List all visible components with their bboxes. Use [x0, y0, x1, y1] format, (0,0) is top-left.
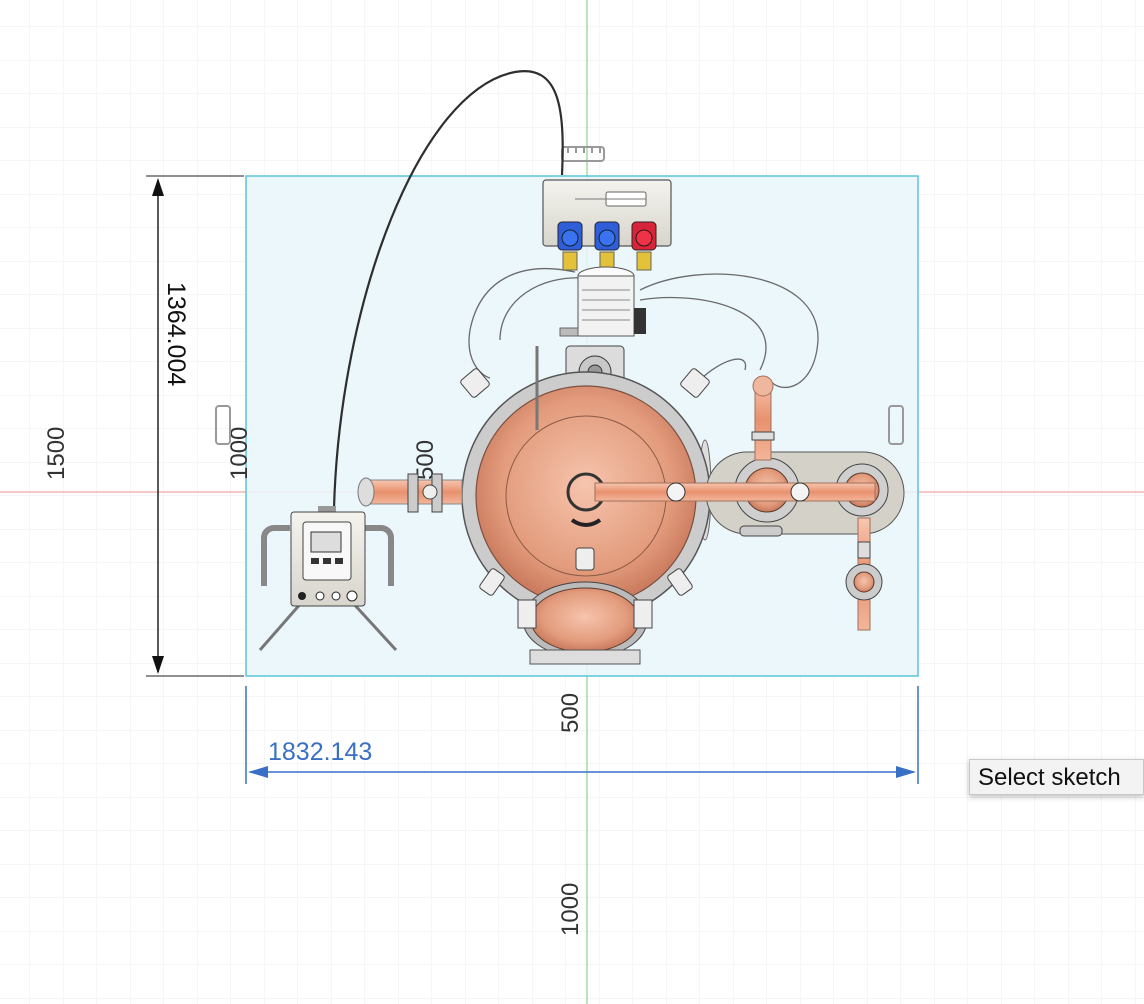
- control-cable: [332, 70, 564, 509]
- select-sketch-tooltip: Select sketch: [969, 759, 1144, 795]
- dimension-arrow-right: [896, 766, 916, 778]
- axis-label-x-1000: 1000: [557, 883, 584, 936]
- control-box-icon[interactable]: [542, 179, 672, 271]
- valve-icon[interactable]: [594, 375, 905, 631]
- width-dimension-value[interactable]: 1832.143: [268, 738, 372, 766]
- height-dimension[interactable]: 1364.004: [146, 175, 244, 677]
- inlet-pipe: [357, 473, 463, 513]
- connector-red: [631, 221, 657, 271]
- axis-label-y-500: 500: [412, 440, 439, 480]
- axis-label-y-1500: 1500: [43, 427, 70, 480]
- dimension-arrow-left: [248, 766, 268, 778]
- controller-icon[interactable]: [258, 506, 398, 652]
- connector-blue-2: [594, 221, 620, 271]
- dimension-arrow-top: [152, 178, 164, 196]
- axis-label-x-500: 500: [557, 693, 584, 733]
- width-dimension[interactable]: 1832.143: [245, 686, 919, 784]
- dimension-arrow-bottom: [152, 656, 164, 674]
- height-dimension-value[interactable]: 1364.004: [162, 282, 190, 386]
- connector-blue-1: [557, 221, 583, 271]
